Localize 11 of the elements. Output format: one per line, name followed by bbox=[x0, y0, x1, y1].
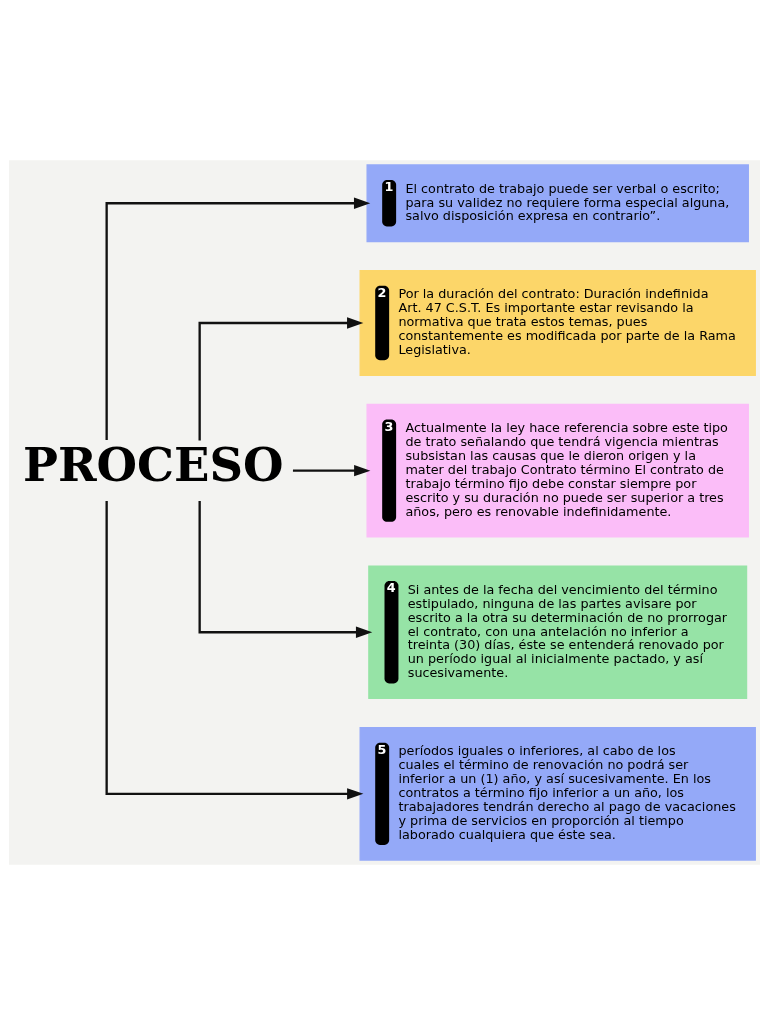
arrow bbox=[105, 500, 363, 800]
arrow bbox=[198, 500, 372, 638]
node-box: 2 Por la duración del contrato: Duración indefinida Art. 47 C.S.T. Es importante estar revisando la normativa que trata estos temas, pues constantemente es modificada por parte de la Rama Legislativa. bbox=[359, 269, 756, 376]
arrow bbox=[105, 197, 370, 440]
arrow bbox=[292, 464, 370, 476]
node-box: 5 períodos iguales o inferiores, al cabo de los cuales el término de renovación no podrá ser inferior a un (1) año, y así sucesivamente. En los contratos a término fijo inferior a un año, los trabajadores tendrán derecho al pago de vacaciones y prima de servicios en proporción al tiempo laborado cualquiera que éste sea. bbox=[359, 726, 756, 861]
arrow bbox=[198, 316, 363, 440]
node-box: 3 Actualmente la ley hace referencia sobre este tipo de trato señalando que tendrá vigencia mientras subsistan las causas que le dieron origen y la mater del trabajo Contrato término El contrato de trabajo término fijo debe constar siempre por escrito y su duración no puede ser superior a tres años, pero es renovable indefinidamente. bbox=[366, 403, 749, 537]
node-box: 1 El contrato de trabajo puede ser verbal o escrito; para su validez no requiere forma especial alguna, salvo disposición expresa en contrario”. bbox=[366, 163, 749, 242]
node-box: 4 Si antes de la fecha del vencimiento del término estipulado, ninguna de las partes avisare por escrito a la otra su determinación de no prorrogar el contrato, con una antelación no inferior a treinta (30) días, éste se entenderá renovado por un período igual al inicialmente pactado, y así sucesivamente. bbox=[367, 564, 747, 699]
node-text: PROCESO bbox=[22, 436, 284, 492]
